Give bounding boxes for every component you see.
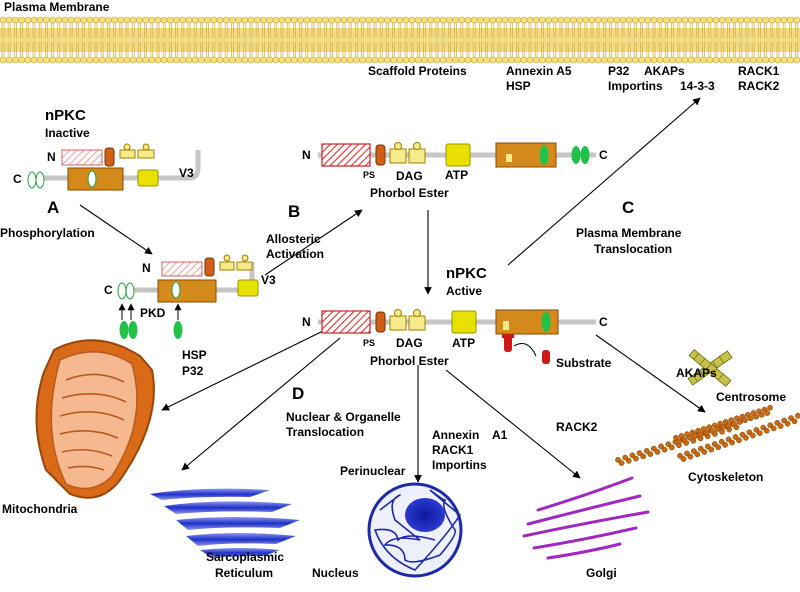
active-pkc-structure [318,309,596,364]
plasma-membrane [0,16,800,64]
plasma-membrane-label: Plasma Membrane [4,0,110,14]
pm-translocation-line1: Plasma Membrane [576,226,682,240]
arrow-mito [161,329,326,411]
importins-label: Importins [608,79,663,93]
cytoskeleton-illustration [615,404,800,466]
arrow-c [507,97,701,266]
rack2-label: RACK2 [738,79,780,93]
phospho-c-label: C [104,283,113,297]
pkd-label: PKD [140,306,166,320]
arrow-golgi [445,369,581,479]
inactive-pkc-title: nPKC [45,107,86,124]
akaps-label: AKAPs [644,64,685,78]
open-phorbol-label: Phorbol Ester [370,186,449,200]
active-dag-label: DAG [396,336,423,350]
arrow-cyto [595,334,706,413]
golgi-illustration [522,476,650,560]
open-n-label: N [302,148,311,162]
arrow-a [79,204,153,255]
substrate-peptide [542,350,550,364]
step-b-letter: B [288,202,301,221]
inactive-n-label: N [47,150,56,164]
organelle-translocation-line1: Nuclear & Organelle [286,410,401,424]
mito-hsp-label: HSP [182,348,207,362]
phospho-v3-label: V3 [261,273,276,287]
inactive-c-label: C [13,172,22,186]
annexin-label: Annexin [432,428,480,442]
step-d-letter: D [292,384,305,403]
rack1-label: RACK1 [738,64,780,78]
nucleus-label: Nucleus [312,566,359,580]
mitochondria-label: Mitochondria [2,502,78,516]
allosteric-label: Allosteric [266,232,321,246]
arrow-b [264,209,363,276]
open-pkc-structure [318,142,596,168]
sr-line2-label: Reticulum [215,566,274,580]
activation-label: Activation [266,247,325,261]
sr-line1-label: Sarcoplasmic [206,550,285,564]
active-n-label: N [302,315,311,329]
organelle-translocation-line2: Translocation [286,425,365,439]
arrow-sr [181,337,341,471]
rack1-target-label: RACK1 [432,443,474,457]
scaffold-proteins-label: Scaffold Proteins [368,64,467,78]
cytoskeleton-label: Cytoskeleton [688,470,764,484]
phospho-n-label: N [142,261,151,275]
14-3-3-label: 14-3-3 [680,79,715,93]
open-dag-label: DAG [396,169,423,183]
sarcoplasmic-reticulum-illustration [150,488,300,558]
centrosome-illustration [687,348,733,388]
importins-target-label: Importins [432,458,487,472]
open-atp-label: ATP [445,168,469,182]
inactive-pkc-state: Inactive [45,126,90,140]
substrate-label: Substrate [556,356,612,370]
substrate-peptide-bound [504,334,512,352]
active-pkc-title: nPKC [446,265,487,282]
step-c-letter: C [622,198,635,217]
phosphorylation-label: Phosphorylation [0,226,95,240]
pm-translocation-line2: Translocation [594,242,673,256]
open-ps-label: PS [363,170,376,180]
inactive-pkc-structure [27,143,201,191]
pathway-arrows [79,97,706,483]
open-c-label: C [599,148,608,162]
mitochondria-illustration [35,339,155,499]
p32-label: P32 [608,64,630,78]
golgi-label: Golgi [586,566,617,580]
annexin-a5-label: Annexin A5 [506,64,572,78]
nucleus-illustration [367,482,463,578]
hsp-label: HSP [506,79,531,93]
active-c-label: C [599,315,608,329]
rack2-target-label: RACK2 [556,420,598,434]
step-a-letter: A [47,198,60,217]
akaps-target-label: AKAPs [676,366,717,380]
mito-p32-label: P32 [182,364,204,378]
active-atp-label: ATP [452,336,476,350]
a1-label: A1 [492,428,508,442]
centrosome-label: Centrosome [716,390,787,404]
perinuclear-label: Perinuclear [340,464,406,478]
phosphorylated-pkc-structure [117,254,259,339]
inactive-v3-label: V3 [179,166,194,180]
active-ps-label: PS [363,338,376,348]
active-phorbol-label: Phorbol Ester [370,354,449,368]
active-pkc-state: Active [446,284,483,298]
